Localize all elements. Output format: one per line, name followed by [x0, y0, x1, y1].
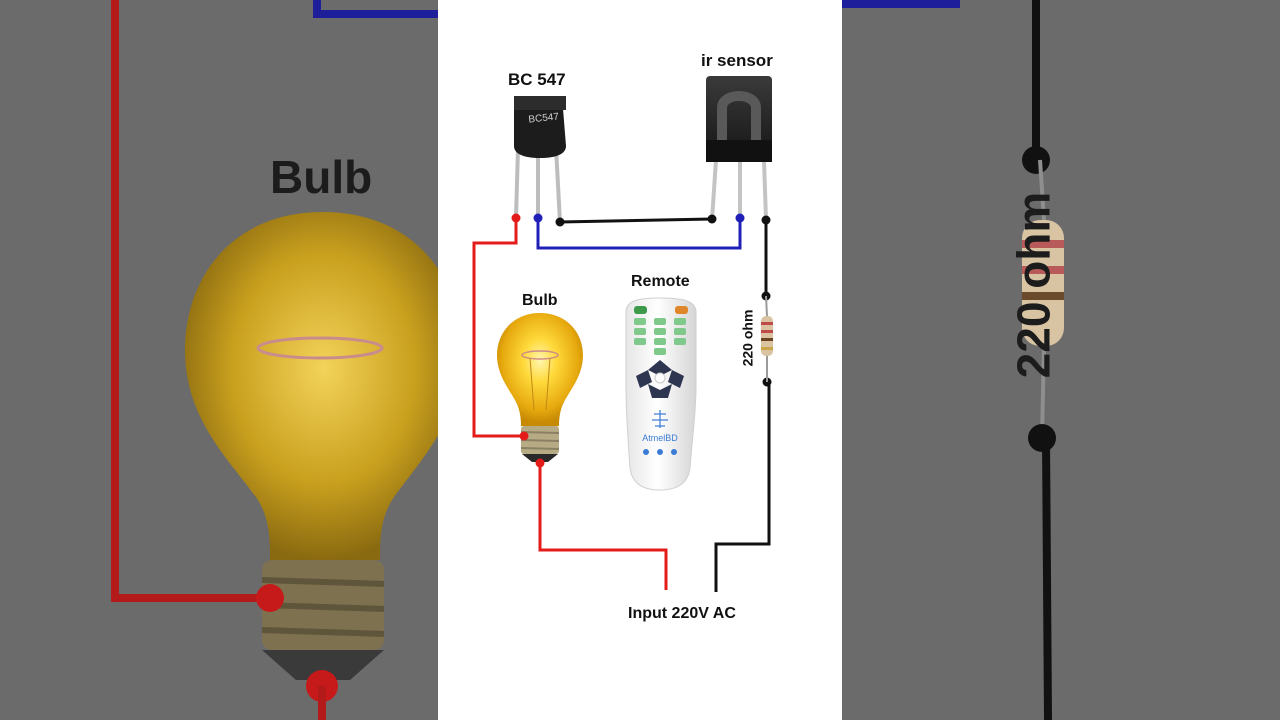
bulb-label: Bulb	[522, 292, 558, 309]
collector-dot	[511, 213, 521, 223]
ir-sensor-label: ir sensor	[701, 51, 773, 70]
remote-brand-text: AtmelBD	[642, 433, 678, 443]
resistor-220-ohm	[761, 295, 773, 382]
background-bulb	[185, 212, 462, 680]
blue-wire-base-to-sensor	[536, 218, 742, 250]
transistor-label: BC 547	[508, 70, 566, 89]
transistor-marking: BC547	[528, 111, 560, 125]
background-red-wire	[111, 0, 270, 602]
sensor-pin2-dot	[735, 213, 745, 223]
input-voltage-label: Input 220V AC	[628, 605, 736, 622]
background-blue-wire	[313, 0, 438, 18]
base-dot	[533, 213, 543, 223]
red-wire-collector-to-bulb	[472, 218, 524, 438]
light-bulb	[497, 313, 583, 462]
sensor-pin1-dot	[707, 214, 717, 224]
sensor-pin3-dot	[761, 215, 771, 225]
black-wire-resistor-to-input	[714, 380, 771, 592]
bulb-side-dot	[519, 431, 529, 441]
background-bulb-label: Bulb	[270, 151, 373, 203]
ir-sensor	[706, 76, 772, 221]
black-wire-emitter-to-sensor	[559, 217, 713, 224]
resistor-label: 220 ohm	[739, 309, 756, 367]
emitter-dot	[555, 217, 565, 227]
background-resistor	[1022, 0, 1064, 720]
bulb-bottom-dot	[535, 458, 545, 468]
background-red-junction	[256, 584, 284, 612]
remote-control: AtmelBD	[625, 297, 697, 491]
red-wire-bulb-to-input	[538, 463, 668, 590]
transistor-bc547	[514, 96, 566, 223]
remote-label: Remote	[631, 273, 690, 290]
